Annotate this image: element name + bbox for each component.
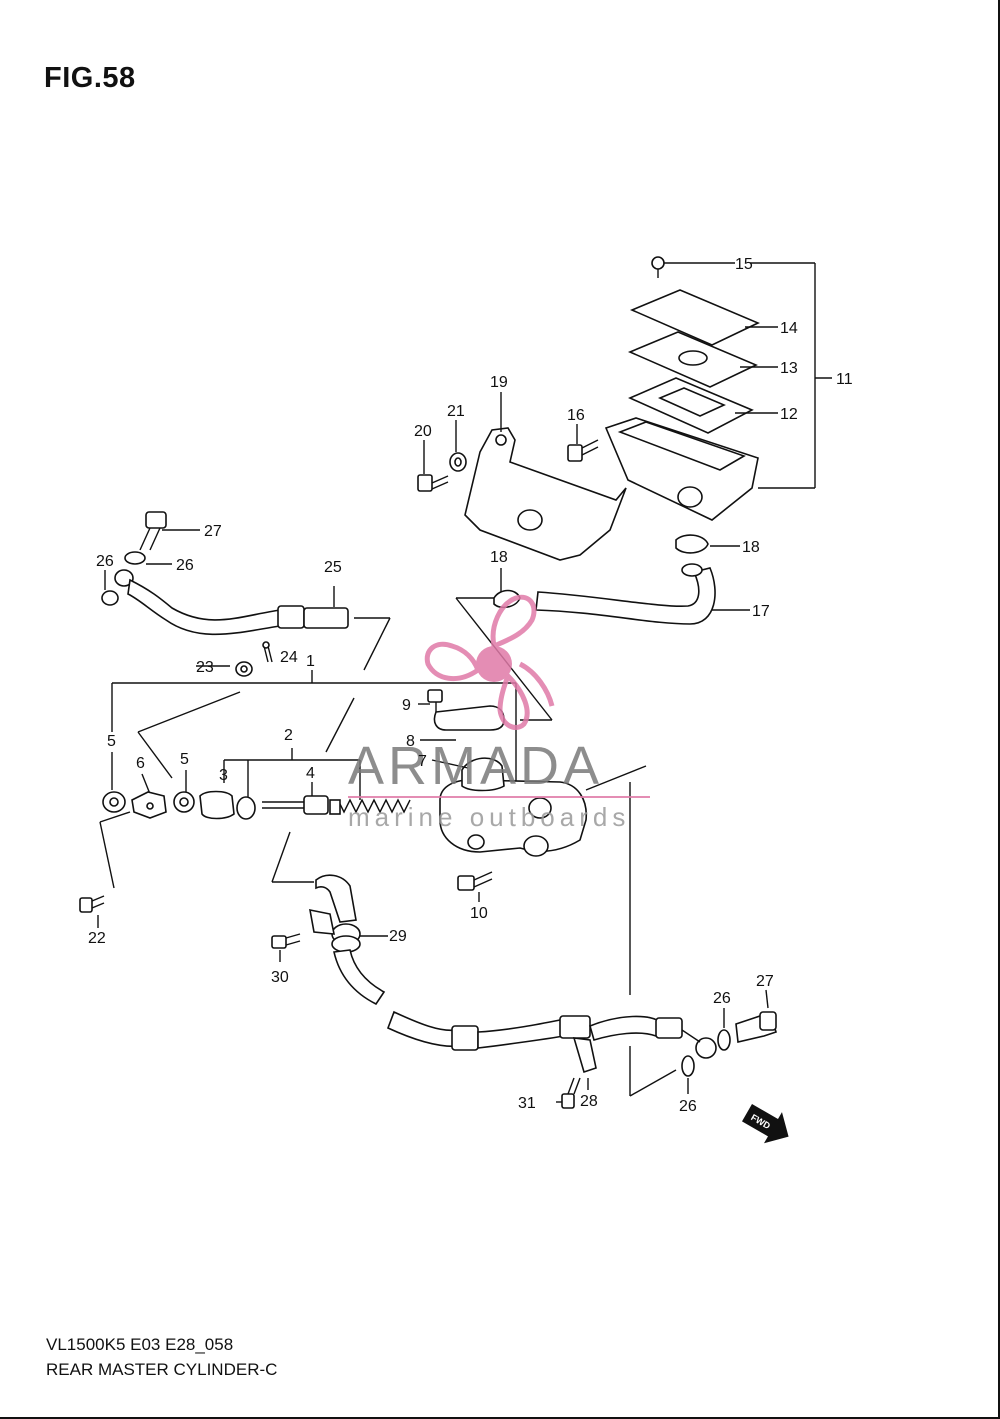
figure-name: REAR MASTER CYLINDER-C <box>46 1360 278 1379</box>
callout-6: 6 <box>136 755 145 772</box>
callout-9: 9 <box>402 697 411 714</box>
leaders-main <box>97 617 517 928</box>
callout-30: 30 <box>271 969 289 986</box>
callout-31: 31 <box>518 1095 536 1112</box>
upper-brake-hose <box>101 511 349 636</box>
watermark: ARMADA marine outboards <box>348 594 650 832</box>
callout-27-lower: 27 <box>756 973 774 990</box>
callout-7: 7 <box>418 753 427 770</box>
watermark-name: ARMADA <box>348 736 603 796</box>
callout-26-c: 26 <box>713 990 731 1007</box>
leaders-lower <box>360 935 769 1103</box>
callout-17: 17 <box>752 603 770 620</box>
reservoir-hose <box>493 534 716 625</box>
callout-23: 23 <box>196 659 214 676</box>
figure-title: FIG.58 <box>44 62 136 94</box>
callout-26-a: 26 <box>96 553 114 570</box>
callout-5-right: 5 <box>180 751 189 768</box>
watermark-subtitle: marine outboards <box>348 802 630 832</box>
lower-brake-hose <box>271 831 777 1109</box>
callout-1: 1 <box>306 653 315 670</box>
leaders-reservoir <box>664 262 832 489</box>
callout-26-d: 26 <box>679 1098 697 1115</box>
callout-22: 22 <box>88 930 106 947</box>
leaders-bracket <box>423 392 578 474</box>
callout-19: 19 <box>490 374 508 391</box>
callout-18-upper: 18 <box>742 539 760 556</box>
callout-8: 8 <box>406 733 415 750</box>
callout-5-left: 5 <box>107 733 116 750</box>
callout-24: 24 <box>280 649 298 666</box>
leaders-cylinder <box>418 597 647 995</box>
fwd-arrow-icon: FWD <box>742 1104 789 1144</box>
callout-13: 13 <box>780 360 798 377</box>
callout-16: 16 <box>567 407 585 424</box>
callout-4: 4 <box>306 765 315 782</box>
propeller-logo-icon <box>424 594 555 730</box>
callout-labels: 15 14 13 11 12 19 21 20 16 18 18 17 27 2… <box>88 256 853 1115</box>
cylinder-components <box>79 641 411 913</box>
callout-18-lower: 18 <box>490 549 508 566</box>
leaders-hose <box>710 545 750 611</box>
reservoir-assembly <box>604 256 760 521</box>
callout-10: 10 <box>470 905 488 922</box>
callout-12: 12 <box>780 406 798 423</box>
callout-20: 20 <box>414 423 432 440</box>
callout-28: 28 <box>580 1093 598 1110</box>
callout-25: 25 <box>324 559 342 576</box>
callout-21: 21 <box>447 403 465 420</box>
callout-27-upper: 27 <box>204 523 222 540</box>
callout-29: 29 <box>389 928 407 945</box>
callout-26-b: 26 <box>176 557 194 574</box>
leaders-upper <box>104 529 200 590</box>
callout-3: 3 <box>219 767 228 784</box>
bracket-assembly <box>417 427 627 561</box>
callout-11: 11 <box>836 371 853 388</box>
callout-14: 14 <box>780 320 798 337</box>
model-code: VL1500K5 E03 E28_058 <box>46 1335 234 1354</box>
callout-15: 15 <box>735 256 753 273</box>
callout-2: 2 <box>284 727 293 744</box>
